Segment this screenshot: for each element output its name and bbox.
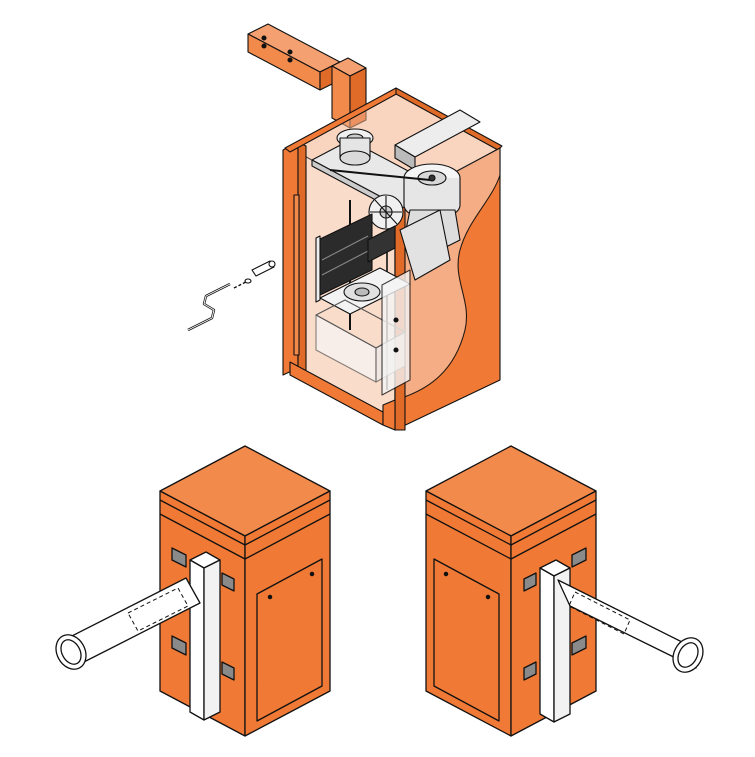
boom-arm-icon [557,579,704,673]
crank-handle-icon [187,282,231,332]
mounting-bracket-icon [247,23,367,129]
release-key-icon [233,260,276,289]
barrier-cabinet-left-arm [55,445,331,737]
cutaway-barrier-cabinet [187,23,503,431]
motor-icon [368,194,404,230]
pulley-icon [336,128,374,166]
barrier-cabinet-right-arm [425,445,704,737]
boom-arm-icon [55,577,201,670]
